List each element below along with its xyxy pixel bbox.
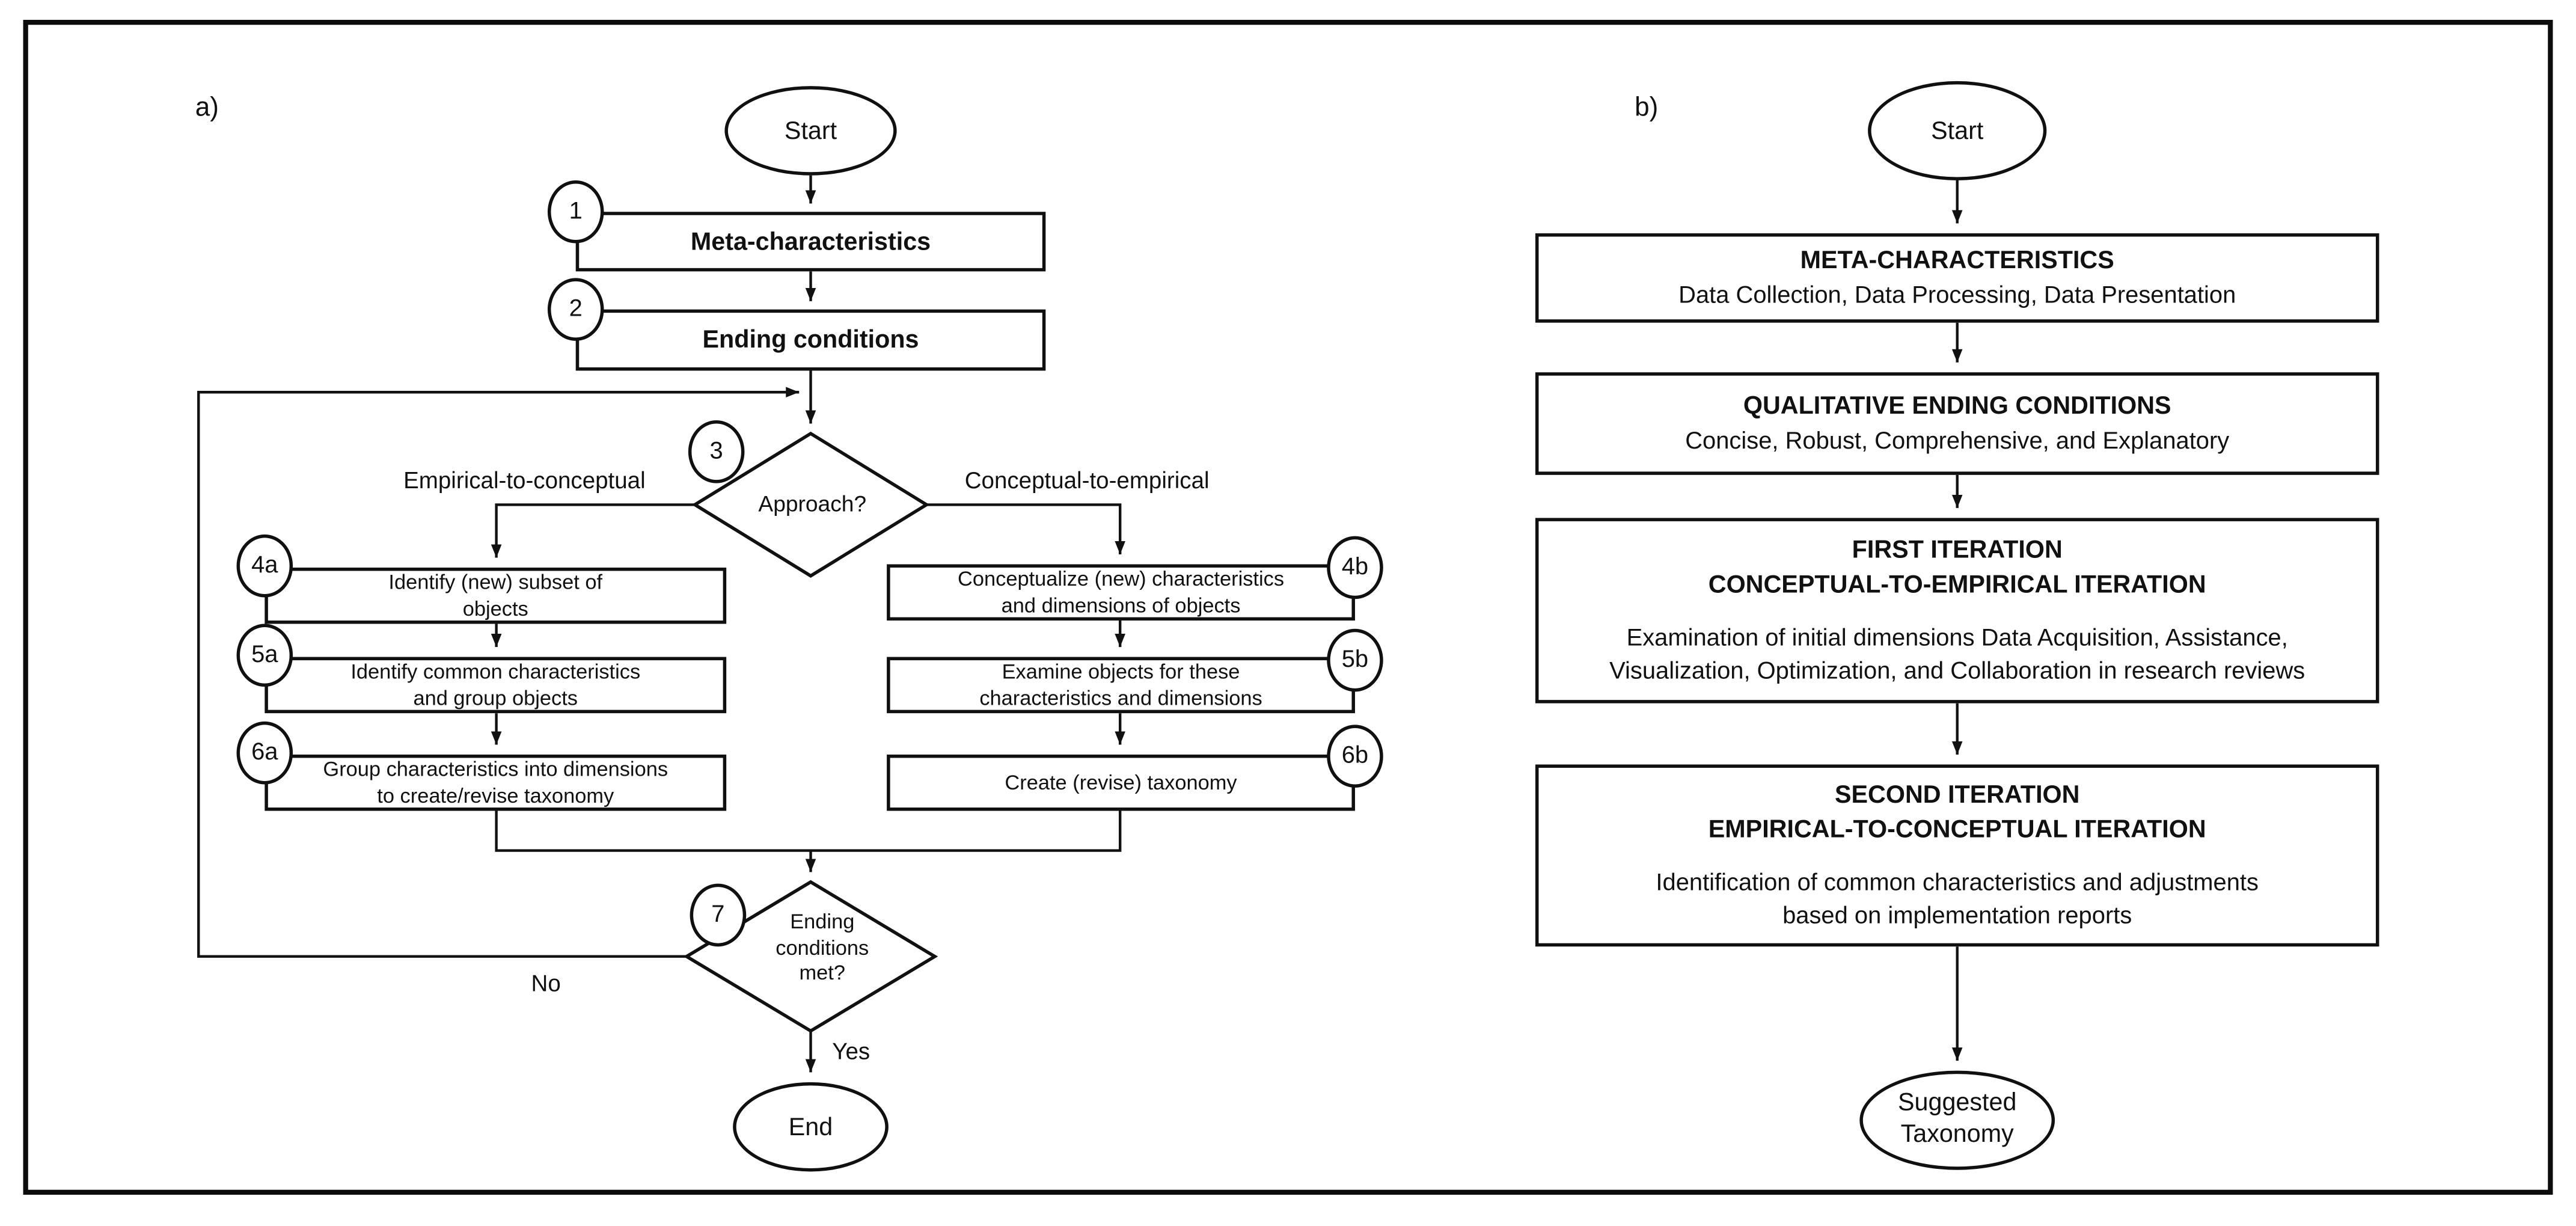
process-label: Identify (new) subset of objects (388, 571, 603, 621)
badge-label: 6a (251, 740, 278, 767)
process-box-create-revise-taxonomy: Create (revise) taxonomy (887, 754, 1355, 811)
start-label-b: Start (1931, 117, 1984, 145)
arrow-a-no-loop (197, 387, 800, 958)
start-terminal-b: Start (1868, 81, 2047, 180)
process-label: Meta-characteristics (690, 227, 931, 256)
step-badge-1: 1 (547, 180, 604, 244)
step-badge-5a: 5a (236, 624, 293, 687)
decision-ending-conditions-label: Ending conditions met? (776, 910, 869, 985)
step-badge-6a: 6a (236, 721, 293, 785)
stage-box-qualitative-ending-conditions: QUALITATIVE ENDING CONDITIONS Concise, R… (1535, 372, 2379, 475)
process-box-conceptualize-characteristics: Conceptualize (new) characteristics and … (887, 564, 1355, 621)
process-label: Examine objects for these characteristic… (979, 660, 1262, 710)
badge-label: 5b (1341, 647, 1369, 674)
badge-label: 6b (1341, 743, 1369, 770)
badge-label: 1 (569, 198, 583, 225)
step-badge-6b: 6b (1327, 725, 1383, 788)
panel-a-label: a) (195, 94, 219, 123)
step-badge-4b: 4b (1327, 536, 1383, 599)
start-label-a: Start (784, 117, 837, 145)
start-terminal-a: Start (724, 86, 897, 176)
process-box-group-characteristics: Group characteristics into dimensions to… (265, 754, 727, 811)
end-terminal-suggested-taxonomy: Suggested Taxonomy (1859, 1070, 2055, 1170)
step-badge-7: 7 (690, 883, 747, 947)
stage-box-second-iteration: SECOND ITERATION EMPIRICAL-TO-CONCEPTUAL… (1535, 764, 2379, 947)
line-a-step6b-join (810, 811, 1122, 852)
process-box-meta-characteristics: Meta-characteristics (575, 212, 1046, 272)
stage-title: QUALITATIVE ENDING CONDITIONS (1743, 391, 2171, 420)
panel-b-label: b) (1635, 94, 1659, 123)
badge-label: 4a (251, 553, 278, 580)
stage-title-line1: FIRST ITERATION (1852, 536, 2063, 565)
figure-border (23, 20, 2553, 1195)
badge-label: 4b (1341, 554, 1369, 581)
badge-label: 3 (709, 438, 723, 465)
process-box-identify-subset: Identify (new) subset of objects (265, 567, 727, 624)
process-box-examine-objects: Examine objects for these characteristic… (887, 657, 1355, 714)
branch-label-conceptual-to-empirical: Conceptual-to-empirical (964, 467, 1210, 494)
stage-body: Examination of initial dimensions Data A… (1609, 625, 2305, 684)
badge-label: 2 (569, 296, 583, 323)
branch-label-empirical-to-conceptual: Empirical-to-conceptual (403, 467, 646, 494)
stage-body: Data Collection, Data Processing, Data P… (1678, 282, 2236, 309)
end-label-b: Suggested Taxonomy (1898, 1089, 2017, 1148)
process-label: Conceptualize (new) characteristics and … (958, 567, 1285, 618)
end-label-a: End (788, 1112, 833, 1141)
process-label: Group characteristics into dimensions to… (323, 758, 668, 808)
stage-body: Concise, Robust, Comprehensive, and Expl… (1685, 428, 2230, 455)
process-box-identify-common-characteristics: Identify common characteristics and grou… (265, 657, 727, 714)
step-badge-4a: 4a (236, 534, 293, 598)
stage-title-line2: EMPIRICAL-TO-CONCEPTUAL ITERATION (1708, 815, 2206, 844)
step-badge-3: 3 (688, 420, 745, 483)
stage-title: META-CHARACTERISTICS (1800, 246, 2114, 275)
decision-diamond-approach (691, 431, 930, 578)
yes-branch-label: Yes (832, 1037, 870, 1064)
arrow-a-decision3-to-step4b (926, 503, 1125, 554)
stage-title-line1: SECOND ITERATION (1834, 780, 2080, 809)
process-label: Identify common characteristics and grou… (350, 660, 641, 710)
badge-label: 5a (251, 642, 278, 669)
no-branch-label: No (531, 969, 561, 996)
process-label: Create (revise) taxonomy (1005, 771, 1237, 795)
step-badge-2: 2 (547, 278, 604, 341)
step-badge-5b: 5b (1327, 628, 1383, 692)
stage-box-first-iteration: FIRST ITERATION CONCEPTUAL-TO-EMPIRICAL … (1535, 518, 2379, 703)
line-a-step6a-join (495, 811, 811, 852)
end-terminal-a: End (733, 1082, 889, 1172)
badge-label: 7 (711, 901, 725, 928)
process-label: Ending conditions (702, 326, 919, 354)
process-box-ending-conditions: Ending conditions (575, 309, 1046, 371)
arrow-a-decision3-to-step4a (491, 503, 695, 558)
stage-body: Identification of common characteristics… (1656, 870, 2259, 930)
stage-title-line2: CONCEPTUAL-TO-EMPIRICAL ITERATION (1708, 571, 2206, 599)
stage-box-meta-characteristics: META-CHARACTERISTICS Data Collection, Da… (1535, 233, 2379, 323)
decision-approach-label: Approach? (758, 491, 867, 516)
